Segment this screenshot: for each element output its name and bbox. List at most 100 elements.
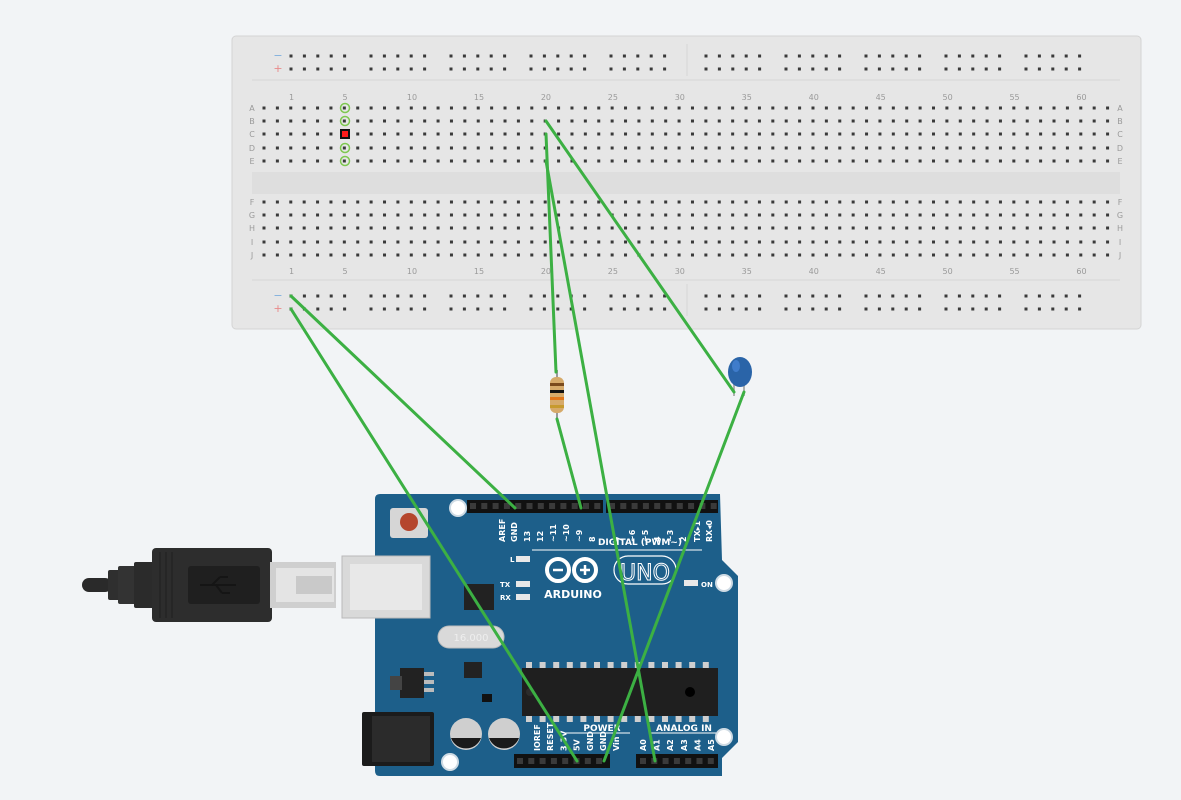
breadboard-hole[interactable]	[731, 106, 735, 110]
rail-hole[interactable]	[998, 307, 1002, 311]
breadboard-hole[interactable]	[1039, 253, 1043, 257]
breadboard-hole[interactable]	[757, 159, 761, 163]
breadboard-hole[interactable]	[476, 119, 480, 123]
rail-hole[interactable]	[462, 307, 466, 311]
breadboard-hole[interactable]	[543, 200, 547, 204]
breadboard-hole[interactable]	[744, 146, 748, 150]
breadboard-hole[interactable]	[396, 106, 400, 110]
rail-hole[interactable]	[636, 307, 640, 311]
breadboard-hole[interactable]	[1106, 146, 1110, 150]
breadboard-hole[interactable]	[289, 240, 293, 244]
breadboard-hole[interactable]	[958, 240, 962, 244]
breadboard-hole[interactable]	[329, 106, 333, 110]
breadboard-hole[interactable]	[543, 240, 547, 244]
rail-hole[interactable]	[717, 67, 721, 71]
breadboard-hole[interactable]	[838, 200, 842, 204]
breadboard-hole[interactable]	[490, 159, 494, 163]
breadboard-hole[interactable]	[516, 119, 520, 123]
breadboard-hole[interactable]	[409, 200, 413, 204]
rail-hole[interactable]	[824, 67, 828, 71]
breadboard-hole[interactable]	[557, 253, 561, 257]
breadboard-hole[interactable]	[918, 132, 922, 136]
rail-hole[interactable]	[957, 294, 961, 298]
rail-hole[interactable]	[489, 307, 493, 311]
wire-plus-rail-to-arduino-5v[interactable]	[289, 307, 579, 763]
rail-hole[interactable]	[704, 67, 708, 71]
breadboard-hole[interactable]	[690, 106, 694, 110]
usb-cable[interactable]	[82, 548, 336, 622]
breadboard-hole[interactable]	[717, 132, 721, 136]
breadboard-hole[interactable]	[476, 106, 480, 110]
breadboard-hole[interactable]	[891, 213, 895, 217]
rail-hole[interactable]	[316, 307, 320, 311]
breadboard-hole[interactable]	[1039, 132, 1043, 136]
breadboard-hole[interactable]	[998, 226, 1002, 230]
rail-hole[interactable]	[329, 307, 333, 311]
breadboard-hole[interactable]	[1052, 106, 1056, 110]
breadboard-hole[interactable]	[1052, 213, 1056, 217]
breadboard-hole[interactable]	[637, 146, 641, 150]
breadboard-hole[interactable]	[824, 146, 828, 150]
breadboard[interactable]: − + − + 11551010151520202525303035354040…	[231, 35, 1142, 330]
rail-hole[interactable]	[489, 54, 493, 58]
rail-hole[interactable]	[302, 294, 306, 298]
breadboard-hole[interactable]	[637, 240, 641, 244]
rail-hole[interactable]	[784, 67, 788, 71]
breadboard-hole[interactable]	[1092, 119, 1096, 123]
breadboard-hole[interactable]	[824, 213, 828, 217]
breadboard-hole[interactable]	[490, 240, 494, 244]
rail-hole[interactable]	[302, 67, 306, 71]
breadboard-hole[interactable]	[784, 226, 788, 230]
rail-hole[interactable]	[489, 67, 493, 71]
breadboard-hole[interactable]	[998, 240, 1002, 244]
rail-hole[interactable]	[556, 54, 560, 58]
breadboard-hole[interactable]	[610, 253, 614, 257]
breadboard-hole[interactable]	[329, 119, 333, 123]
breadboard-hole[interactable]	[503, 200, 507, 204]
breadboard-hole[interactable]	[798, 106, 802, 110]
breadboard-hole[interactable]	[878, 240, 882, 244]
breadboard-hole[interactable]	[664, 226, 668, 230]
breadboard-hole[interactable]	[516, 226, 520, 230]
breadboard-hole[interactable]	[316, 226, 320, 230]
breadboard-hole[interactable]	[530, 253, 534, 257]
breadboard-hole[interactable]	[650, 106, 654, 110]
breadboard-hole[interactable]	[275, 159, 279, 163]
rail-hole[interactable]	[529, 294, 533, 298]
rail-hole[interactable]	[396, 294, 400, 298]
breadboard-hole[interactable]	[744, 253, 748, 257]
breadboard-hole[interactable]	[262, 213, 266, 217]
breadboard-hole[interactable]	[865, 240, 869, 244]
rail-hole[interactable]	[542, 307, 546, 311]
rail-hole[interactable]	[797, 294, 801, 298]
breadboard-hole[interactable]	[262, 240, 266, 244]
breadboard-hole[interactable]	[557, 146, 561, 150]
rail-hole[interactable]	[302, 54, 306, 58]
breadboard-hole[interactable]	[342, 213, 346, 217]
breadboard-hole[interactable]	[851, 159, 855, 163]
rail-hole[interactable]	[622, 67, 626, 71]
breadboard-holes[interactable]	[262, 54, 1110, 311]
breadboard-hole[interactable]	[985, 132, 989, 136]
rail-hole[interactable]	[797, 67, 801, 71]
rail-hole[interactable]	[744, 67, 748, 71]
breadboard-hole[interactable]	[824, 119, 828, 123]
breadboard-hole[interactable]	[757, 226, 761, 230]
breadboard-hole[interactable]	[516, 200, 520, 204]
rail-hole[interactable]	[663, 54, 667, 58]
breadboard-hole[interactable]	[891, 106, 895, 110]
rail-hole[interactable]	[1024, 67, 1028, 71]
breadboard-hole[interactable]	[423, 213, 427, 217]
breadboard-hole[interactable]	[570, 119, 574, 123]
breadboard-hole[interactable]	[851, 119, 855, 123]
rail-hole[interactable]	[731, 294, 735, 298]
breadboard-hole[interactable]	[1039, 146, 1043, 150]
rail-hole[interactable]	[784, 54, 788, 58]
breadboard-hole[interactable]	[784, 159, 788, 163]
breadboard-hole[interactable]	[1052, 119, 1056, 123]
breadboard-hole[interactable]	[972, 119, 976, 123]
breadboard-hole[interactable]	[744, 226, 748, 230]
rail-hole[interactable]	[877, 294, 881, 298]
rail-hole[interactable]	[1064, 307, 1068, 311]
breadboard-hole[interactable]	[449, 226, 453, 230]
